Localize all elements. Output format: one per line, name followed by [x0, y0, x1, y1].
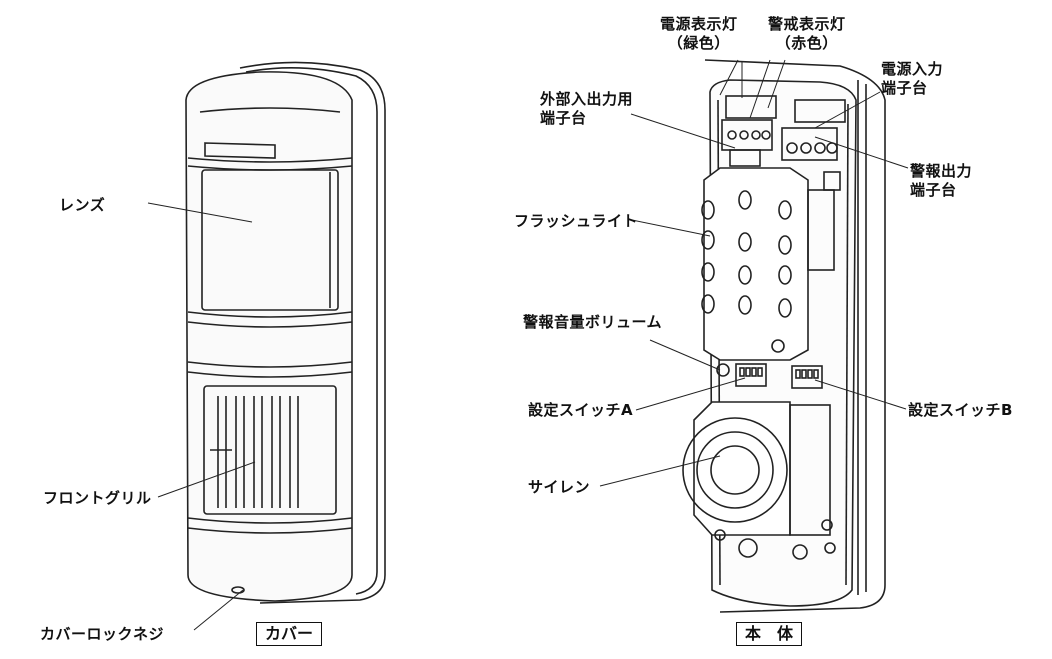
setting-switch-b — [791, 365, 823, 389]
switch-a-label: 設定スイッチA — [528, 401, 634, 419]
alarm-volume-label: 警報音量ボリューム — [523, 313, 663, 331]
cover-illustration — [185, 61, 386, 604]
alarm-volume-knob — [716, 363, 730, 377]
setting-switch-a — [735, 363, 767, 387]
power-input-label: 電源入力 端子台 — [881, 60, 944, 97]
front-grill — [203, 385, 337, 515]
power-lamp-label: 電源表示灯 （緑色） — [660, 15, 738, 52]
cover-caption: カバー — [256, 622, 323, 646]
lens — [201, 169, 339, 311]
front-grill-label: フロントグリル — [43, 489, 152, 507]
siren — [682, 401, 831, 536]
cover-lock-screw — [231, 586, 245, 594]
alarm-out-label: 警報出力 端子台 — [910, 162, 973, 199]
cover-lock-screw-label: カバーロックネジ — [40, 625, 165, 643]
flashlight-label: フラッシュライト — [514, 212, 639, 230]
lens-label: レンズ — [59, 196, 106, 214]
flashlight-panel — [701, 167, 841, 361]
siren-label: サイレン — [528, 478, 591, 496]
ext-io-label: 外部入出力用 端子台 — [540, 90, 634, 127]
body-illustration — [682, 59, 886, 613]
body-caption: 本 体 — [736, 622, 803, 646]
alert-lamp-label: 警戒表示灯 （赤色） — [768, 15, 846, 52]
leader-lines — [147, 59, 909, 631]
power-lamp — [725, 95, 777, 119]
ext-io-terminal — [721, 119, 773, 167]
switch-b-label: 設定スイッチB — [908, 401, 1013, 419]
